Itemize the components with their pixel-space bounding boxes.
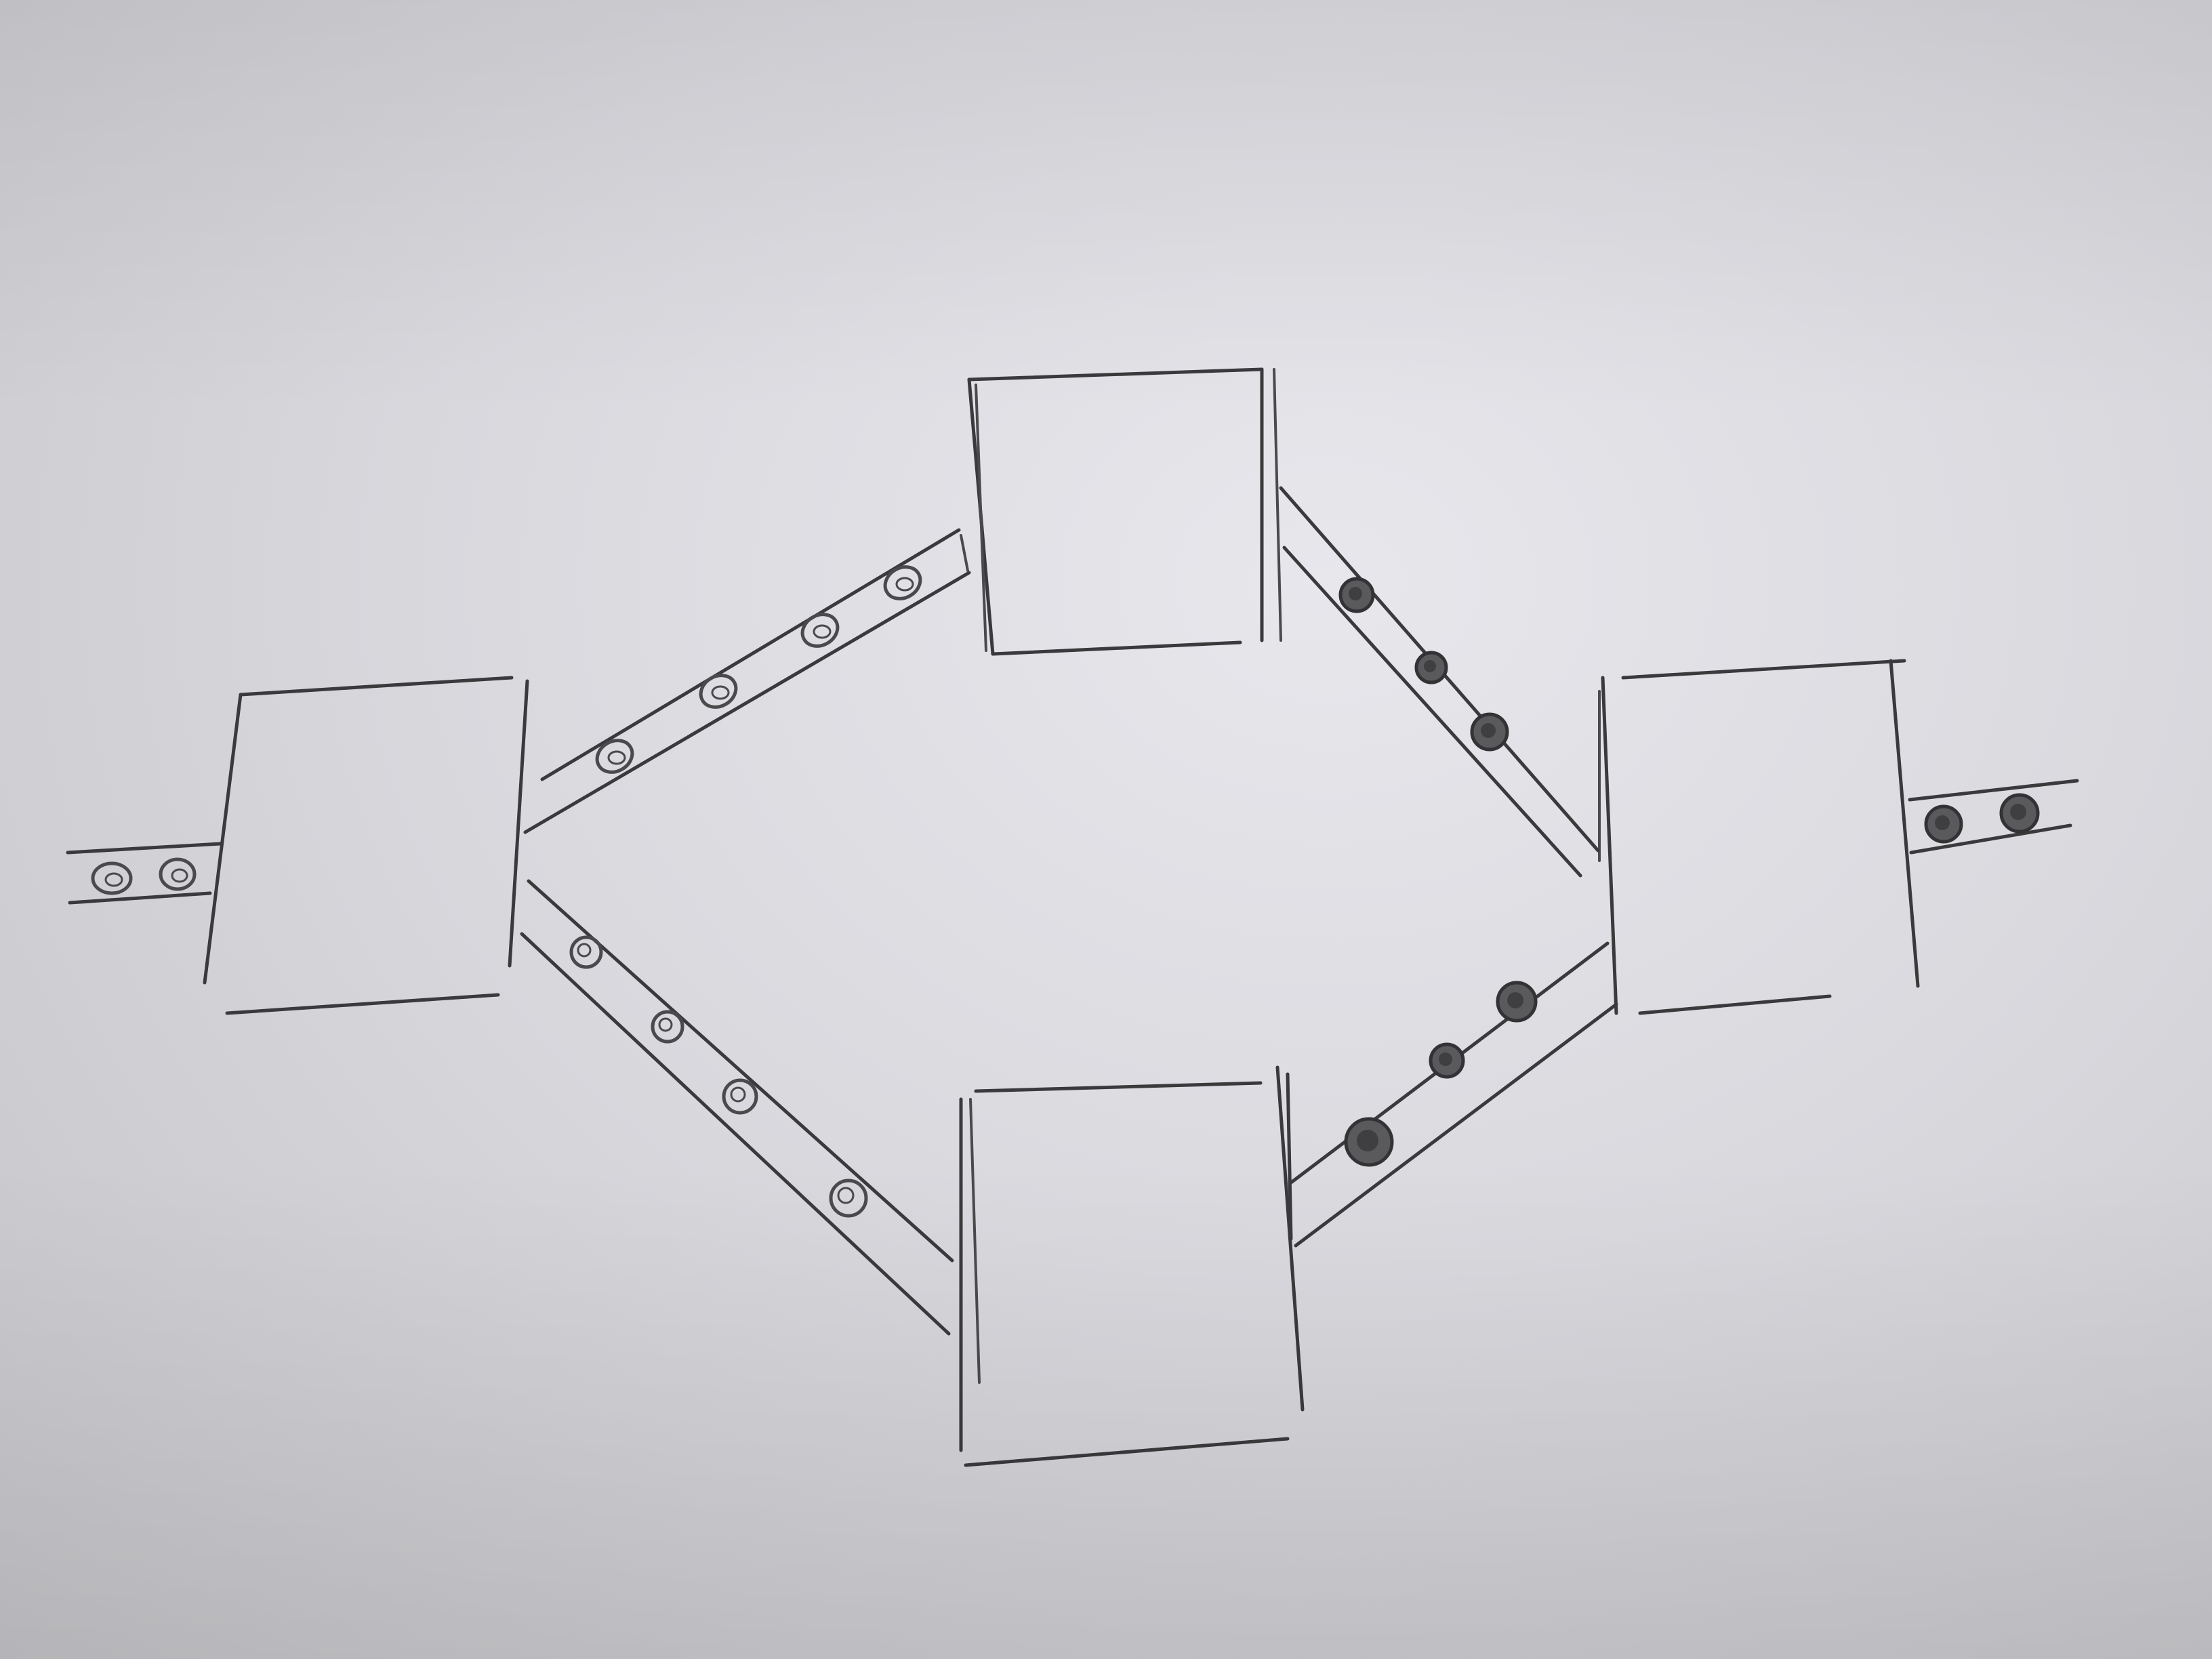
lower-left-belt	[520, 879, 954, 1336]
upper-box	[967, 367, 1282, 656]
sink-box	[1598, 659, 1920, 1015]
upper-left-belt-item	[595, 739, 634, 774]
upper-right-belt-item	[1414, 651, 1448, 684]
output-belt-item	[1924, 804, 1963, 844]
lower-left-belt-item	[722, 1078, 758, 1115]
output-belt-item	[1999, 793, 2040, 834]
input-belt	[66, 842, 222, 905]
lower-right-belt-item	[1496, 981, 1538, 1023]
input-belt-item	[159, 857, 197, 891]
upper-left-belt-item	[800, 613, 840, 648]
lower-box	[959, 1065, 1305, 1467]
input-belt-item	[91, 861, 133, 895]
lower-right-belt-item	[1344, 1117, 1394, 1167]
lower-left-belt-item	[651, 1010, 684, 1044]
upper-left-belt-item	[883, 565, 922, 600]
lower-right-belt-item	[1429, 1042, 1465, 1079]
lower-left-belt-item	[569, 935, 603, 969]
upper-left-belt-item	[699, 674, 738, 709]
upper-right-belt	[1279, 486, 1600, 878]
output-belt	[1908, 779, 2079, 855]
lower-right-belt	[1289, 941, 1618, 1248]
source-box	[203, 676, 529, 1015]
upper-right-belt-item	[1470, 712, 1509, 752]
lower-left-belt-item	[829, 1179, 868, 1218]
upper-right-belt-item	[1338, 577, 1375, 613]
upper-left-belt	[523, 528, 971, 834]
